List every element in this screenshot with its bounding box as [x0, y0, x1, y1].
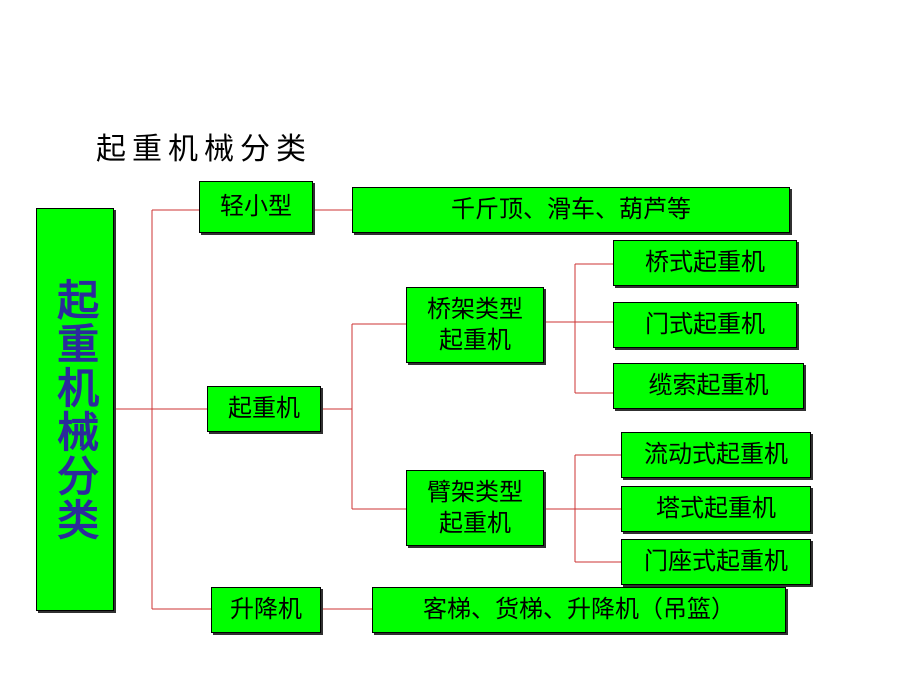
node-tower-crane: 塔式起重机 — [621, 486, 811, 532]
node-portal-crane: 门座式起重机 — [621, 539, 811, 585]
node-boom-type-line2: 起重机 — [439, 509, 511, 537]
node-light: 轻小型 — [199, 181, 313, 233]
node-bridge-type-line2: 起重机 — [439, 326, 511, 354]
node-cable-crane: 缆索起重机 — [613, 363, 804, 409]
root-node: 起重机械分类 — [36, 208, 114, 611]
node-light-examples: 千斤顶、滑车、葫芦等 — [352, 187, 790, 233]
node-bridge-type-line1: 桥架类型 — [427, 294, 523, 323]
node-mobile-crane: 流动式起重机 — [621, 432, 811, 478]
diagram-title: 起重机械分类 — [96, 132, 312, 167]
node-bridge-type: 桥架类型 起重机 — [406, 287, 544, 363]
node-lift-examples: 客梯、货梯、升降机（吊篮） — [372, 587, 786, 633]
node-boom-type: 臂架类型 起重机 — [406, 470, 544, 546]
node-crane: 起重机 — [207, 386, 321, 432]
node-boom-type-line1: 臂架类型 — [427, 477, 523, 506]
node-lift: 升降机 — [211, 587, 321, 633]
node-gantry-crane: 门式起重机 — [613, 302, 797, 348]
node-bridge-crane: 桥式起重机 — [613, 240, 797, 286]
